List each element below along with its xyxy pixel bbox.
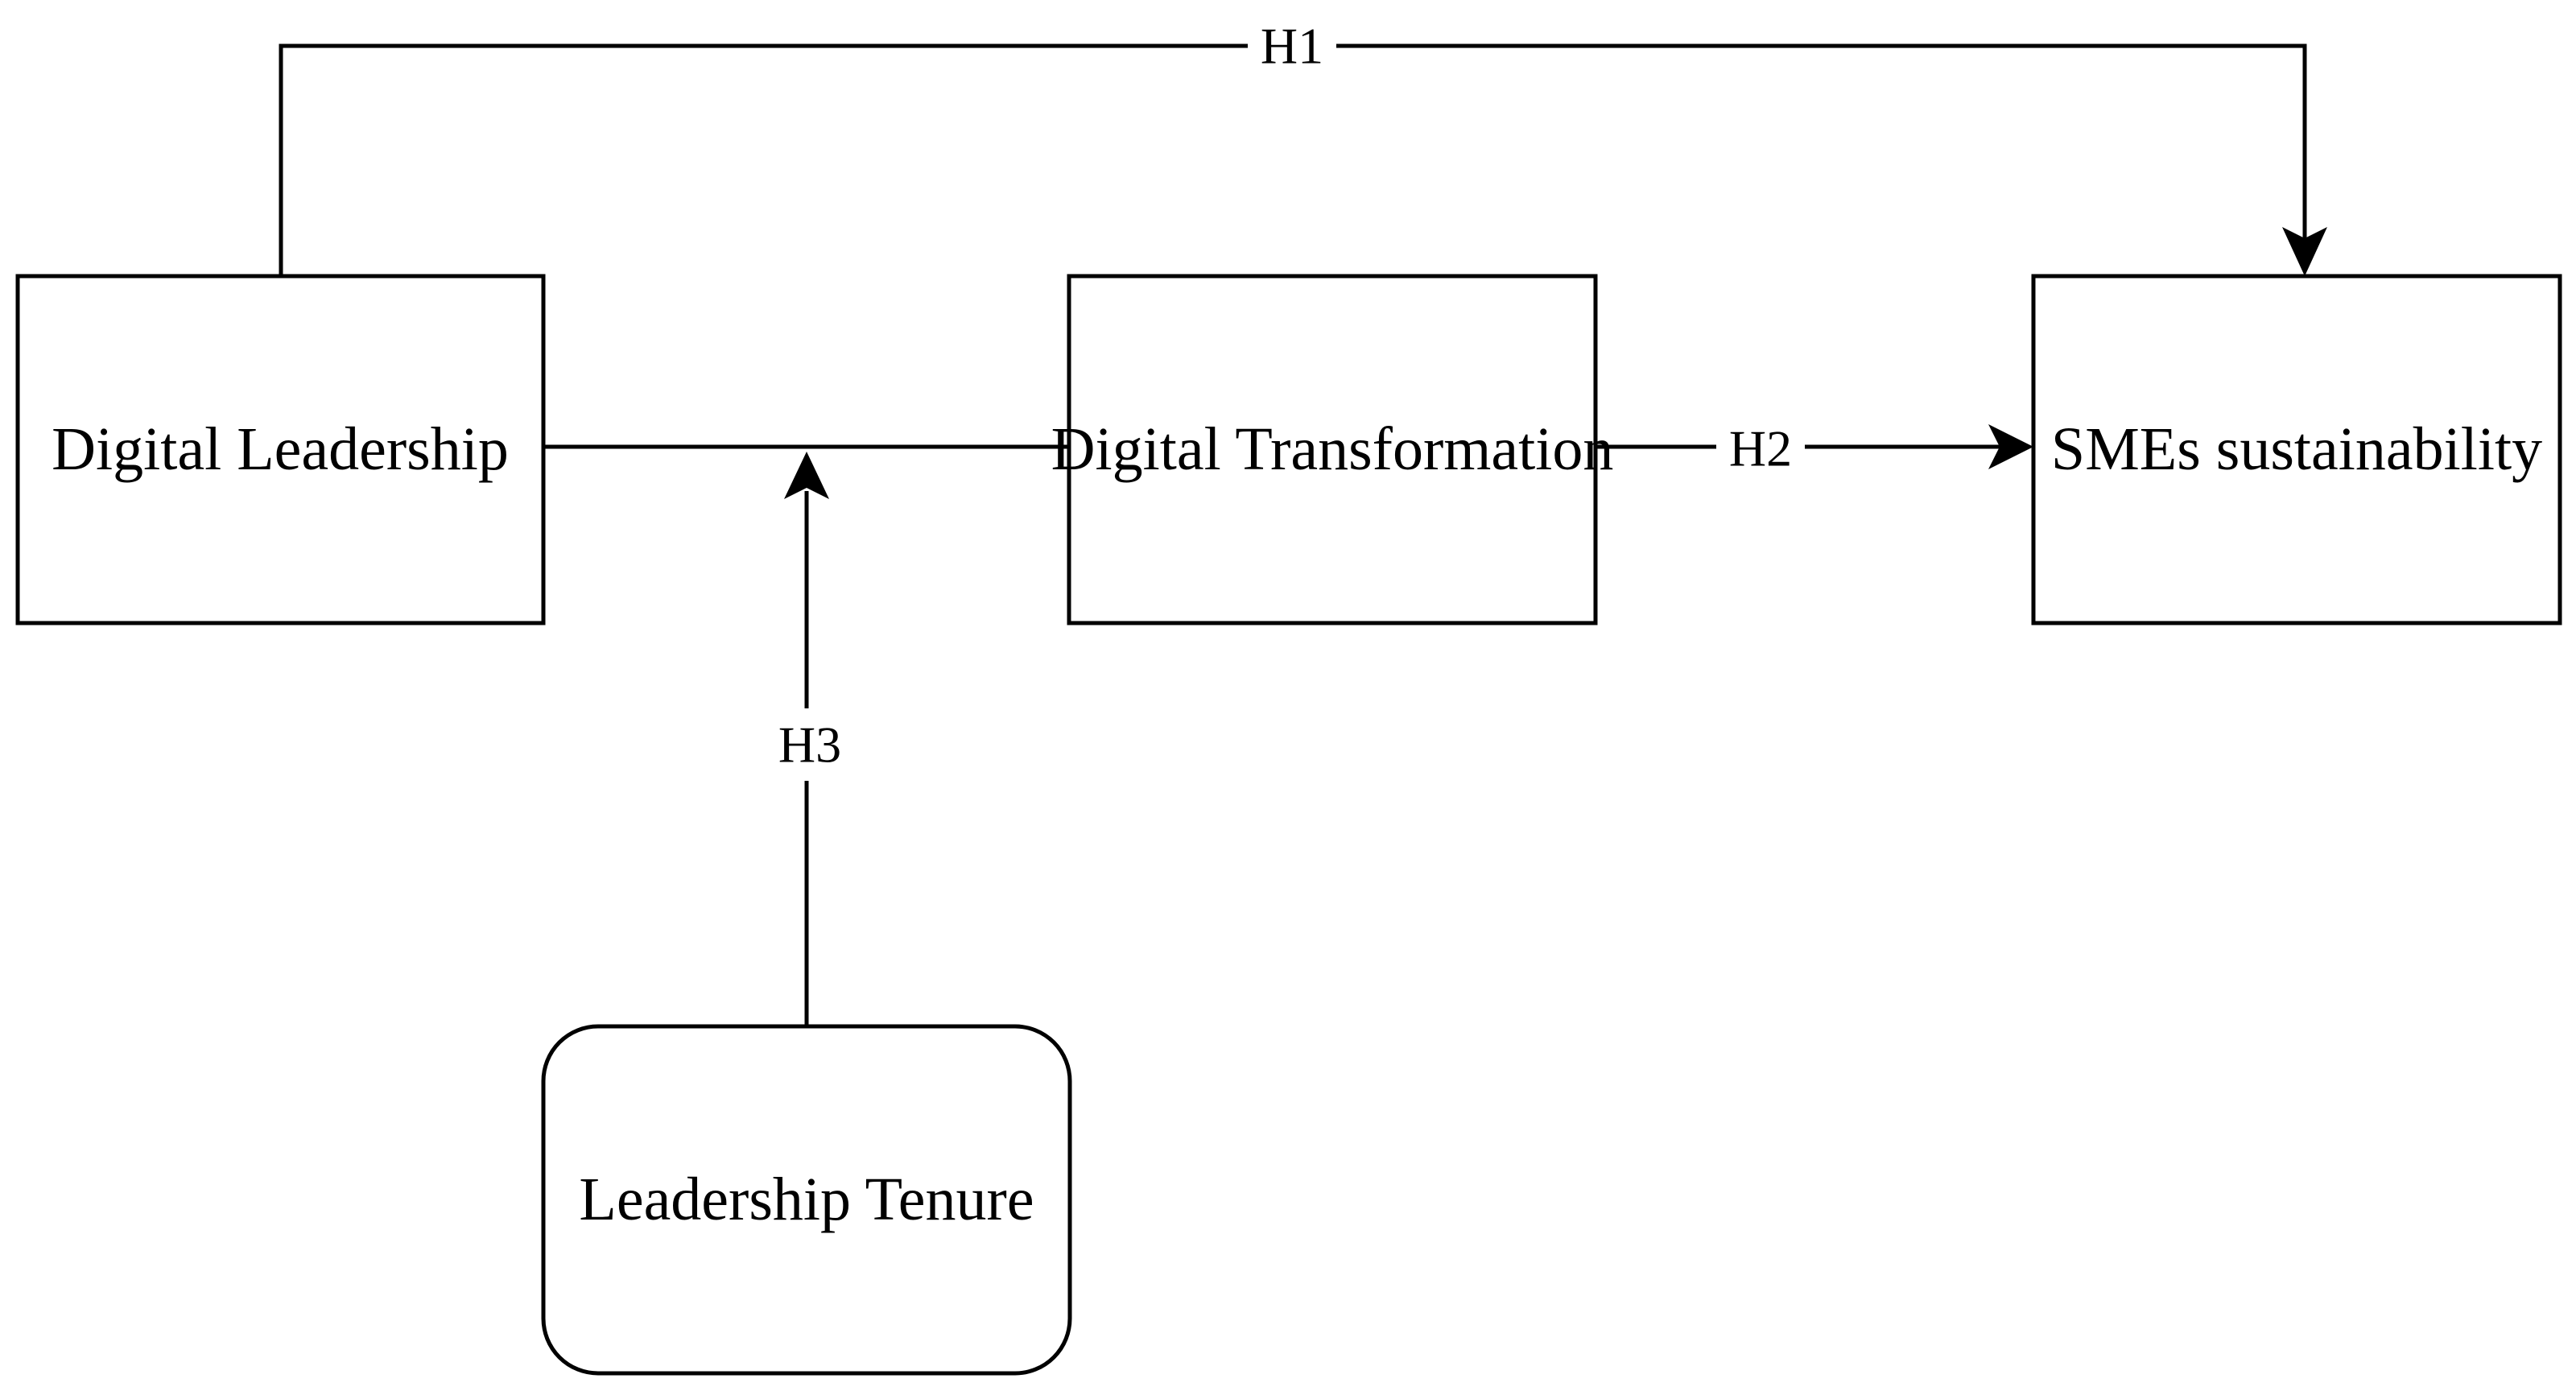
edge-h1-line [279,43,2307,276]
node-leadership-tenure-box [541,1024,1072,1376]
edge-h1-label: H1 [1261,18,1323,75]
edge-h2-label: H2 [1729,420,1792,477]
edge-h1: H1 [279,18,2327,276]
edge-h3-label-bg [765,708,848,781]
edge-h1-label-bg [1248,19,1336,72]
node-digital-leadership: Digital Leadership [15,274,546,625]
node-smes-sustainability-box [2031,274,2562,625]
edge-h1-arrowhead [2282,227,2327,276]
node-digital-transformation-label: Digital Transformation [1051,415,1614,483]
node-digital-transformation: Digital Transformation [1051,274,1614,625]
node-digital-leadership-box [15,274,546,625]
edge-h3-arrowhead [784,452,829,499]
node-leadership-tenure: Leadership Tenure [541,1024,1072,1376]
node-smes-sustainability: SMEs sustainability [2031,274,2562,625]
node-smes-sustainability-label: SMEs sustainability [2051,415,2542,483]
edge-h2-arrowhead [1988,424,2033,469]
edge-h3-label: H3 [778,716,841,774]
edge-h2: H2 [1596,420,2033,477]
node-digital-transformation-box [1067,274,1598,625]
node-digital-leadership-label: Digital Leadership [52,415,509,483]
edge-h2-label-bg [1716,420,1805,473]
node-leadership-tenure-label: Leadership Tenure [579,1166,1034,1233]
edge-h3: H3 [765,452,848,1026]
